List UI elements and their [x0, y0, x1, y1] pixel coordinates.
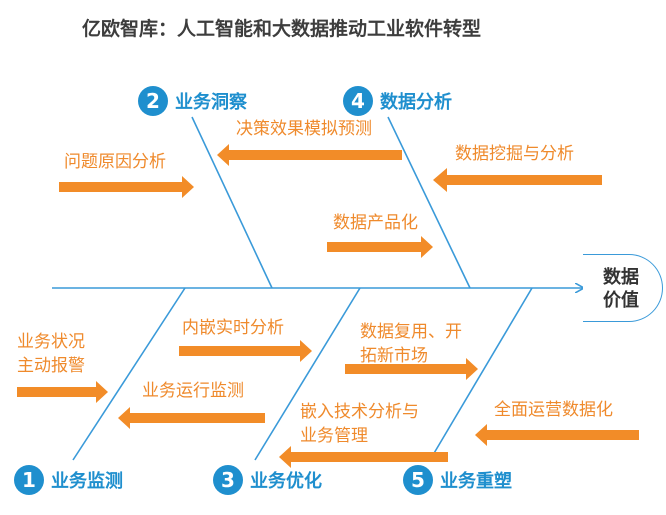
category-label: 业务重塑: [440, 471, 512, 492]
label-product: 数据产品化: [333, 213, 418, 233]
data-value-label: 数据 价值: [603, 267, 639, 311]
bone-business-insight: [191, 116, 273, 289]
arrow-embed-tech: [279, 446, 448, 468]
label-mining: 数据挖掘与分析: [455, 144, 574, 164]
fish-head: [583, 254, 663, 322]
number-badge: 1: [14, 465, 44, 495]
arrow-reuse: [345, 358, 478, 380]
arrow-mining: [433, 168, 602, 192]
category-label: 业务监测: [51, 471, 123, 492]
arrow-ops-all: [475, 424, 639, 446]
label-root-cause: 问题原因分析: [64, 152, 166, 172]
bone-business-reshaping: [429, 287, 533, 461]
label-reuse: 数据复用、开 拓新市场: [360, 322, 462, 366]
category-label: 业务洞察: [175, 92, 247, 113]
category-business-insight: 2 业务洞察: [138, 86, 247, 116]
category-business-optimization: 3 业务优化: [213, 465, 322, 495]
label-decision: 决策效果模拟预测: [236, 119, 372, 139]
category-data-analysis: 4 数据分析: [343, 86, 452, 116]
arrow-root-cause: [59, 176, 194, 198]
label-embedded: 内嵌实时分析: [182, 318, 284, 338]
label-alarm: 业务状况 主动报警: [17, 332, 85, 376]
category-business-monitoring: 1 业务监测: [14, 465, 123, 495]
bone-business-monitoring: [72, 287, 186, 461]
label-ops-all: 全面运营数据化: [494, 400, 613, 420]
bone-business-optimization: [254, 287, 361, 461]
number-badge: 3: [213, 465, 243, 495]
arrow-alarm: [17, 381, 108, 403]
category-business-reshaping: 5 业务重塑: [403, 465, 512, 495]
number-badge: 4: [343, 86, 373, 116]
arrow-embedded: [179, 340, 312, 362]
arrow-ops-monitor: [118, 407, 265, 429]
number-badge: 5: [403, 465, 433, 495]
arrow-product: [327, 236, 433, 258]
number-badge: 2: [138, 86, 168, 116]
label-embed-tech: 嵌入技术分析与 业务管理: [300, 402, 419, 446]
page-title: 亿欧智库：人工智能和大数据推动工业软件转型: [82, 18, 482, 40]
category-label: 数据分析: [380, 92, 452, 113]
arrow-decision: [217, 144, 402, 166]
bone-data-analysis: [387, 116, 471, 289]
category-label: 业务优化: [250, 471, 322, 492]
label-ops-monitor: 业务运行监测: [142, 381, 244, 401]
